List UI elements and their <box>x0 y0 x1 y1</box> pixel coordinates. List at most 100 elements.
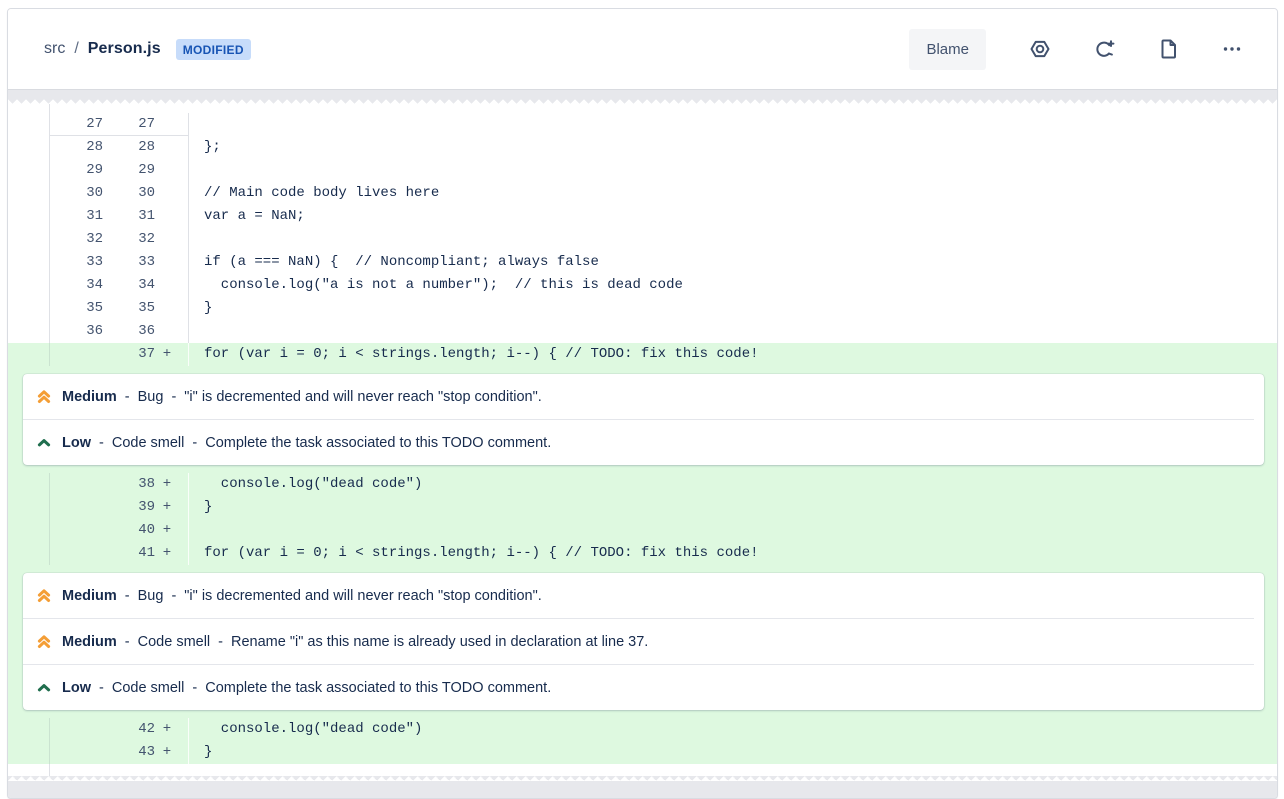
row-left-margin <box>8 320 49 343</box>
code-line-text: console.log("a is not a number"); // thi… <box>204 277 683 293</box>
new-line-number: 36 <box>138 323 155 339</box>
file-name: Person.js <box>87 40 161 57</box>
added-line-marker: + <box>162 499 172 515</box>
annotation-separator: - <box>218 633 223 650</box>
annotation-message: Complete the task associated to this TOD… <box>205 679 552 696</box>
blame-button[interactable]: Blame <box>909 28 986 70</box>
code-line-text: var a = NaN; <box>204 208 305 224</box>
old-line-number: 31 <box>86 208 103 224</box>
row-left-margin <box>8 228 49 251</box>
annotation-separator: - <box>192 679 198 696</box>
line-gutter[interactable]: 31 31 <box>49 205 189 228</box>
diff-row-added: 39+} <box>8 496 1277 519</box>
annotation-severity: Low <box>62 434 91 451</box>
old-line-number <box>50 473 103 496</box>
new-line-number: 41 <box>138 545 155 561</box>
line-gutter[interactable]: 38+ <box>49 473 189 496</box>
code-line-text: for (var i = 0; i < strings.length; i--)… <box>204 545 759 561</box>
breadcrumb: src / Person.js MODIFIED <box>44 38 251 60</box>
row-left-margin <box>8 136 49 159</box>
file-document-icon[interactable] <box>1153 29 1183 69</box>
annotation-category: Bug <box>137 587 164 604</box>
diff-row-added: 43+} <box>8 741 1277 764</box>
file-header: src / Person.js MODIFIED Blame <box>8 9 1277 89</box>
row-left-margin <box>8 182 49 205</box>
annotation-category: Bug <box>137 388 164 405</box>
diff-row-added: 37+for (var i = 0; i < strings.length; i… <box>8 343 1277 366</box>
line-gutter[interactable]: 43+ <box>49 741 189 764</box>
line-gutter[interactable]: 41+ <box>49 542 189 565</box>
annotation-severity: Medium <box>62 388 117 405</box>
torn-edge-top <box>8 99 1277 104</box>
severity-low-icon <box>37 439 51 447</box>
old-line-number: 29 <box>86 162 103 178</box>
annotation-separator: - <box>99 434 104 451</box>
line-gutter[interactable]: 37+ <box>49 343 189 366</box>
annotation-separator: - <box>124 587 130 604</box>
old-line-number: 27 <box>86 116 103 132</box>
code-line-text: } <box>204 744 213 760</box>
old-line-number <box>50 519 103 542</box>
code-line-text: }; <box>204 139 221 155</box>
new-line-number: 31 <box>138 208 155 224</box>
added-line-marker <box>155 297 179 320</box>
code-insight-annotation[interactable]: Medium-Bug-"i" is decremented and will n… <box>23 573 1264 618</box>
code-line-text: console.log("dead code") <box>204 721 423 737</box>
added-lines-block: 37+ for (var i = 0; i < strings.length; i… <box>8 343 1277 764</box>
line-gutter[interactable]: 39 + <box>49 496 189 519</box>
new-line-number: 39 <box>138 499 155 515</box>
row-left-margin <box>8 274 49 297</box>
breadcrumb-separator: / <box>74 40 79 57</box>
more-options-icon[interactable] <box>1217 29 1247 69</box>
annotation-separator: - <box>171 388 177 405</box>
annotation-category: Code smell <box>111 434 185 451</box>
code-insight-annotation[interactable]: Medium-Bug-"i" is decremented and will n… <box>23 374 1264 419</box>
code-insight-annotation[interactable]: Low-Code smell-Complete the task associa… <box>23 665 1264 710</box>
old-line-number: 32 <box>86 231 103 247</box>
row-left-margin <box>8 343 49 366</box>
annotation-separator: - <box>124 388 130 405</box>
old-line-number <box>50 343 103 366</box>
added-line-marker <box>155 182 179 205</box>
code-insight-annotation[interactable]: Low-Code smell-Complete the task associa… <box>23 420 1264 465</box>
row-left-margin <box>8 519 49 542</box>
added-line-marker <box>155 113 179 135</box>
annotation-message: Rename "i" as this name is already used … <box>231 633 649 650</box>
code-insight-annotation[interactable]: Medium-Code smell-Rename "i" as this nam… <box>23 619 1264 664</box>
row-left-margin <box>8 113 49 136</box>
row-left-margin <box>8 542 49 565</box>
diff-row-added: 42+ console.log("dead code") <box>8 718 1277 741</box>
breadcrumb-path[interactable]: src <box>44 40 66 57</box>
settings-nut-icon[interactable] <box>1025 29 1055 69</box>
code-line-text <box>189 228 1277 251</box>
annotation-severity: Medium <box>62 633 117 650</box>
code-line-text <box>189 113 1277 136</box>
severity-medium-icon <box>37 390 51 403</box>
annotation-separator: - <box>192 434 198 451</box>
refresh-add-icon[interactable] <box>1089 29 1119 69</box>
code-line-text: // Main code body lives here <box>204 185 440 201</box>
annotation-category: Code smell <box>111 679 185 696</box>
old-line-number <box>50 718 103 741</box>
added-line-marker <box>155 136 179 159</box>
row-left-margin <box>8 159 49 182</box>
annotation-severity: Medium <box>62 587 117 604</box>
line-gutter[interactable]: 42+ <box>49 718 189 741</box>
added-line-marker <box>155 205 179 228</box>
line-gutter[interactable]: 40+ <box>49 519 189 542</box>
added-line-marker <box>155 251 179 274</box>
